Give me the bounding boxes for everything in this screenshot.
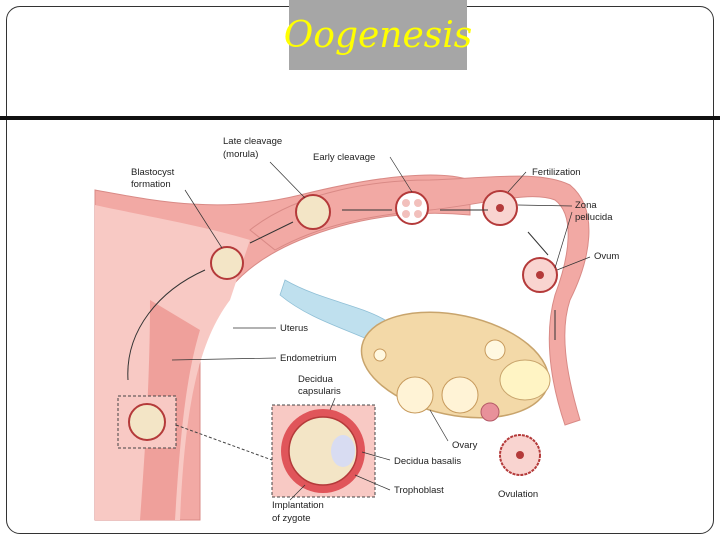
implantation-detail-inner xyxy=(288,416,358,486)
label-trophoblast: Trophoblast xyxy=(394,485,444,496)
slide-title: Oogenesis xyxy=(283,14,473,56)
label-zona: Zona xyxy=(575,200,597,211)
label-blastocyst: Blastocyst xyxy=(131,167,175,178)
label-ovum: Ovum xyxy=(594,251,619,262)
ovum-cell xyxy=(522,257,558,293)
arrow-blastocyst xyxy=(249,221,294,244)
fertilization-cell xyxy=(482,190,518,226)
implantation-detail-embryo xyxy=(331,435,355,467)
label-blastocyst-formation: formation xyxy=(131,179,171,190)
leader-implantation xyxy=(289,484,306,501)
label-ovulation: Ovulation xyxy=(498,489,538,500)
fallopian-tube xyxy=(249,175,590,426)
leader-fertilization xyxy=(507,171,527,193)
leader-early-cleavage xyxy=(389,156,413,193)
leader-zona-2 xyxy=(554,211,573,269)
label-ovary: Ovary xyxy=(452,440,478,451)
leader-trophoblast xyxy=(354,474,391,491)
leader-decidua-basalis xyxy=(361,451,391,461)
leader-late-cleavage xyxy=(269,161,306,199)
leader-endometrium xyxy=(171,357,277,361)
leader-ovary xyxy=(429,409,449,442)
label-early-cleavage: Early cleavage xyxy=(313,152,375,163)
label-fertilization: Fertilization xyxy=(532,167,581,178)
implantation-cell xyxy=(128,403,166,441)
label-zona-pellucida: pellucida xyxy=(575,212,613,223)
zoom-line xyxy=(175,424,273,461)
label-decidua-capsularis: capsularis xyxy=(298,386,341,397)
ovary-follicle-2 xyxy=(441,376,479,414)
leader-blastocyst xyxy=(184,189,223,249)
label-late-cleavage-morula: (morula) xyxy=(223,149,258,160)
ovary-follicle-1 xyxy=(396,376,434,414)
leader-zona-1 xyxy=(517,204,573,207)
title-box: Oogenesis xyxy=(284,0,472,70)
ovary-corpus xyxy=(480,402,500,422)
early-cleavage-cell xyxy=(395,191,429,225)
ovulation-cell xyxy=(499,434,541,476)
blastocyst-cell xyxy=(210,246,244,280)
label-implantation: Implantation xyxy=(272,500,324,511)
label-implantation-zygote: of zygote xyxy=(272,513,311,524)
divider-bar xyxy=(0,116,720,120)
arrow-ovum xyxy=(527,231,549,256)
leader-decidua-capsularis xyxy=(329,397,336,411)
leader-ovum xyxy=(556,256,591,271)
label-endometrium: Endometrium xyxy=(280,353,337,364)
label-uterus: Uterus xyxy=(280,323,308,334)
arrow-descend xyxy=(127,269,206,381)
label-decidua-basalis: Decidua basalis xyxy=(394,456,461,467)
ovary-follicle-4 xyxy=(373,348,387,362)
label-late-cleavage: Late cleavage xyxy=(223,136,282,147)
label-decidua: Decidua xyxy=(298,374,334,385)
ovary-follicle-3 xyxy=(484,339,506,361)
ovary-follicle-large xyxy=(499,359,551,401)
morula-cell xyxy=(295,194,331,230)
